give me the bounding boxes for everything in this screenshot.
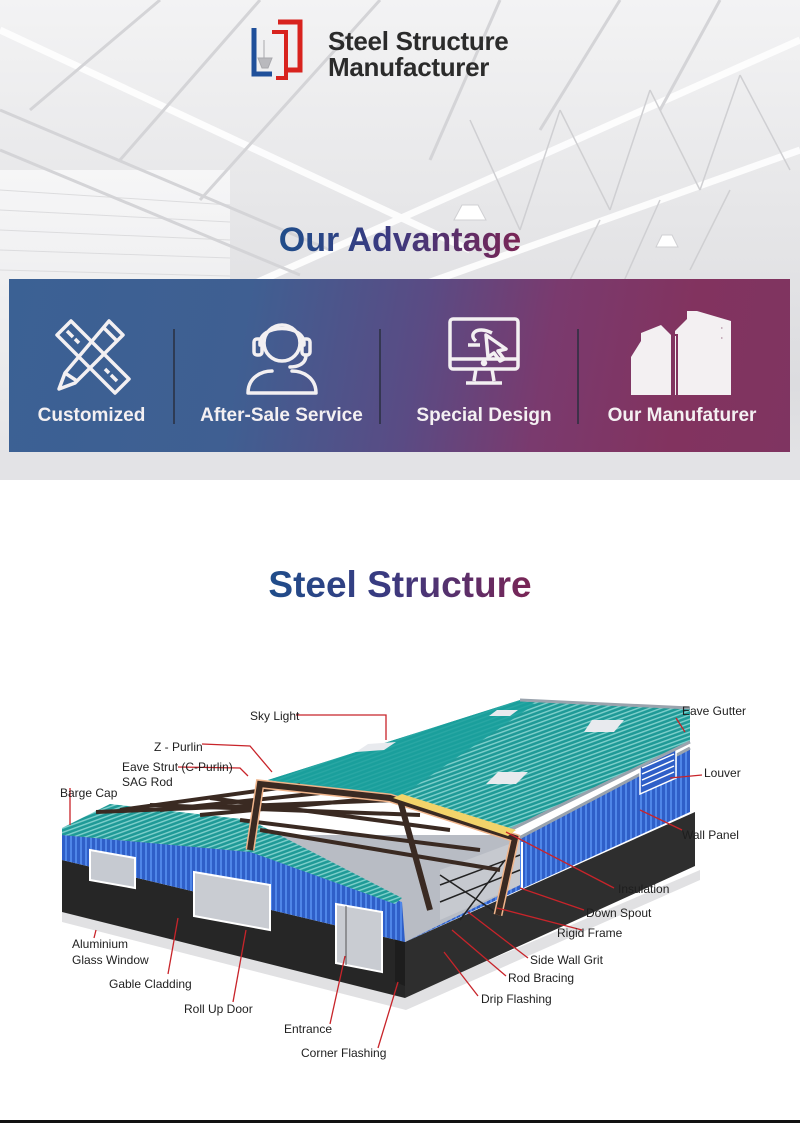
advantage-item-special-design[interactable]: Special Design: [384, 279, 584, 452]
label-louver: Louver: [704, 766, 741, 780]
hero-banner: Steel Structure Manufacturer Our Advanta…: [0, 0, 800, 480]
advantage-item-our-manufacturer[interactable]: Our Manufaturer: [582, 279, 782, 452]
label-rod-bracing: Rod Bracing: [508, 971, 575, 985]
building-diagram: Sky Light Z - Purlin Eave Strut (C-Purli…: [0, 680, 800, 1080]
label-wall-panel: Wall Panel: [682, 828, 739, 842]
label-entrance: Entrance: [284, 1022, 333, 1036]
brand-name: Steel Structure Manufacturer: [328, 26, 509, 82]
divider: [379, 329, 381, 424]
monitor-cursor-icon: [448, 317, 520, 385]
label-rigid-frame: Rigid Frame: [557, 926, 623, 940]
label-down-spout: Down Spout: [586, 906, 652, 920]
advantage-item-customized[interactable]: Customized: [9, 279, 174, 452]
leader-lines: [69, 714, 703, 1049]
advantage-item-after-sale-service[interactable]: After-Sale Service: [179, 279, 384, 452]
advantage-title-text: Our Advantage: [278, 221, 522, 259]
label-aluminium-glass-window-line2: Glass Window: [72, 953, 149, 967]
advantage-heading: Our Advantage: [0, 220, 800, 260]
brand-name-line1: Steel Structure: [328, 26, 509, 56]
brand-name-line2: Manufacturer: [328, 52, 490, 82]
logo-bracket-icon: [251, 19, 303, 80]
label-drip-flashing: Drip Flashing: [481, 992, 552, 1006]
steel-building-illustration: [62, 698, 700, 1010]
divider: [173, 329, 175, 424]
advantage-label: Customized: [37, 405, 146, 426]
label-insulation: Insulation: [618, 882, 670, 896]
divider: [577, 329, 579, 424]
label-eave-gutter: Eave Gutter: [682, 704, 747, 718]
advantage-label: After-Sale Service: [200, 405, 363, 426]
label-corner-flashing: Corner Flashing: [301, 1046, 387, 1060]
page-bottom-border: [0, 1120, 800, 1123]
advantage-label: Special Design: [416, 405, 552, 426]
label-roll-up-door: Roll Up Door: [184, 1002, 253, 1016]
steel-structure-heading: Steel Structure: [0, 563, 800, 607]
factory-building-icon: [631, 311, 731, 395]
steel-structure-title-text: Steel Structure: [268, 564, 532, 605]
label-sky-light: Sky Light: [250, 709, 300, 723]
advantage-label: Our Manufaturer: [607, 405, 757, 426]
advantage-band: Customized After-Sale Service: [9, 279, 790, 452]
label-eave-strut: Eave Strut (C-Purlin): [122, 760, 233, 774]
ruler-pencil-icon: [54, 319, 131, 395]
label-aluminium-glass-window-line1: Aluminium: [72, 937, 129, 951]
label-barge-cap: Barge Cap: [60, 786, 118, 800]
headset-support-icon: [245, 323, 318, 395]
brand-logo[interactable]: Steel Structure Manufacturer: [250, 16, 550, 82]
label-z-purlin: Z - Purlin: [154, 740, 203, 754]
label-side-wall-grit: Side Wall Grit: [530, 953, 603, 967]
label-sag-rod: SAG Rod: [122, 775, 173, 789]
label-gable-cladding: Gable Cladding: [109, 977, 192, 991]
